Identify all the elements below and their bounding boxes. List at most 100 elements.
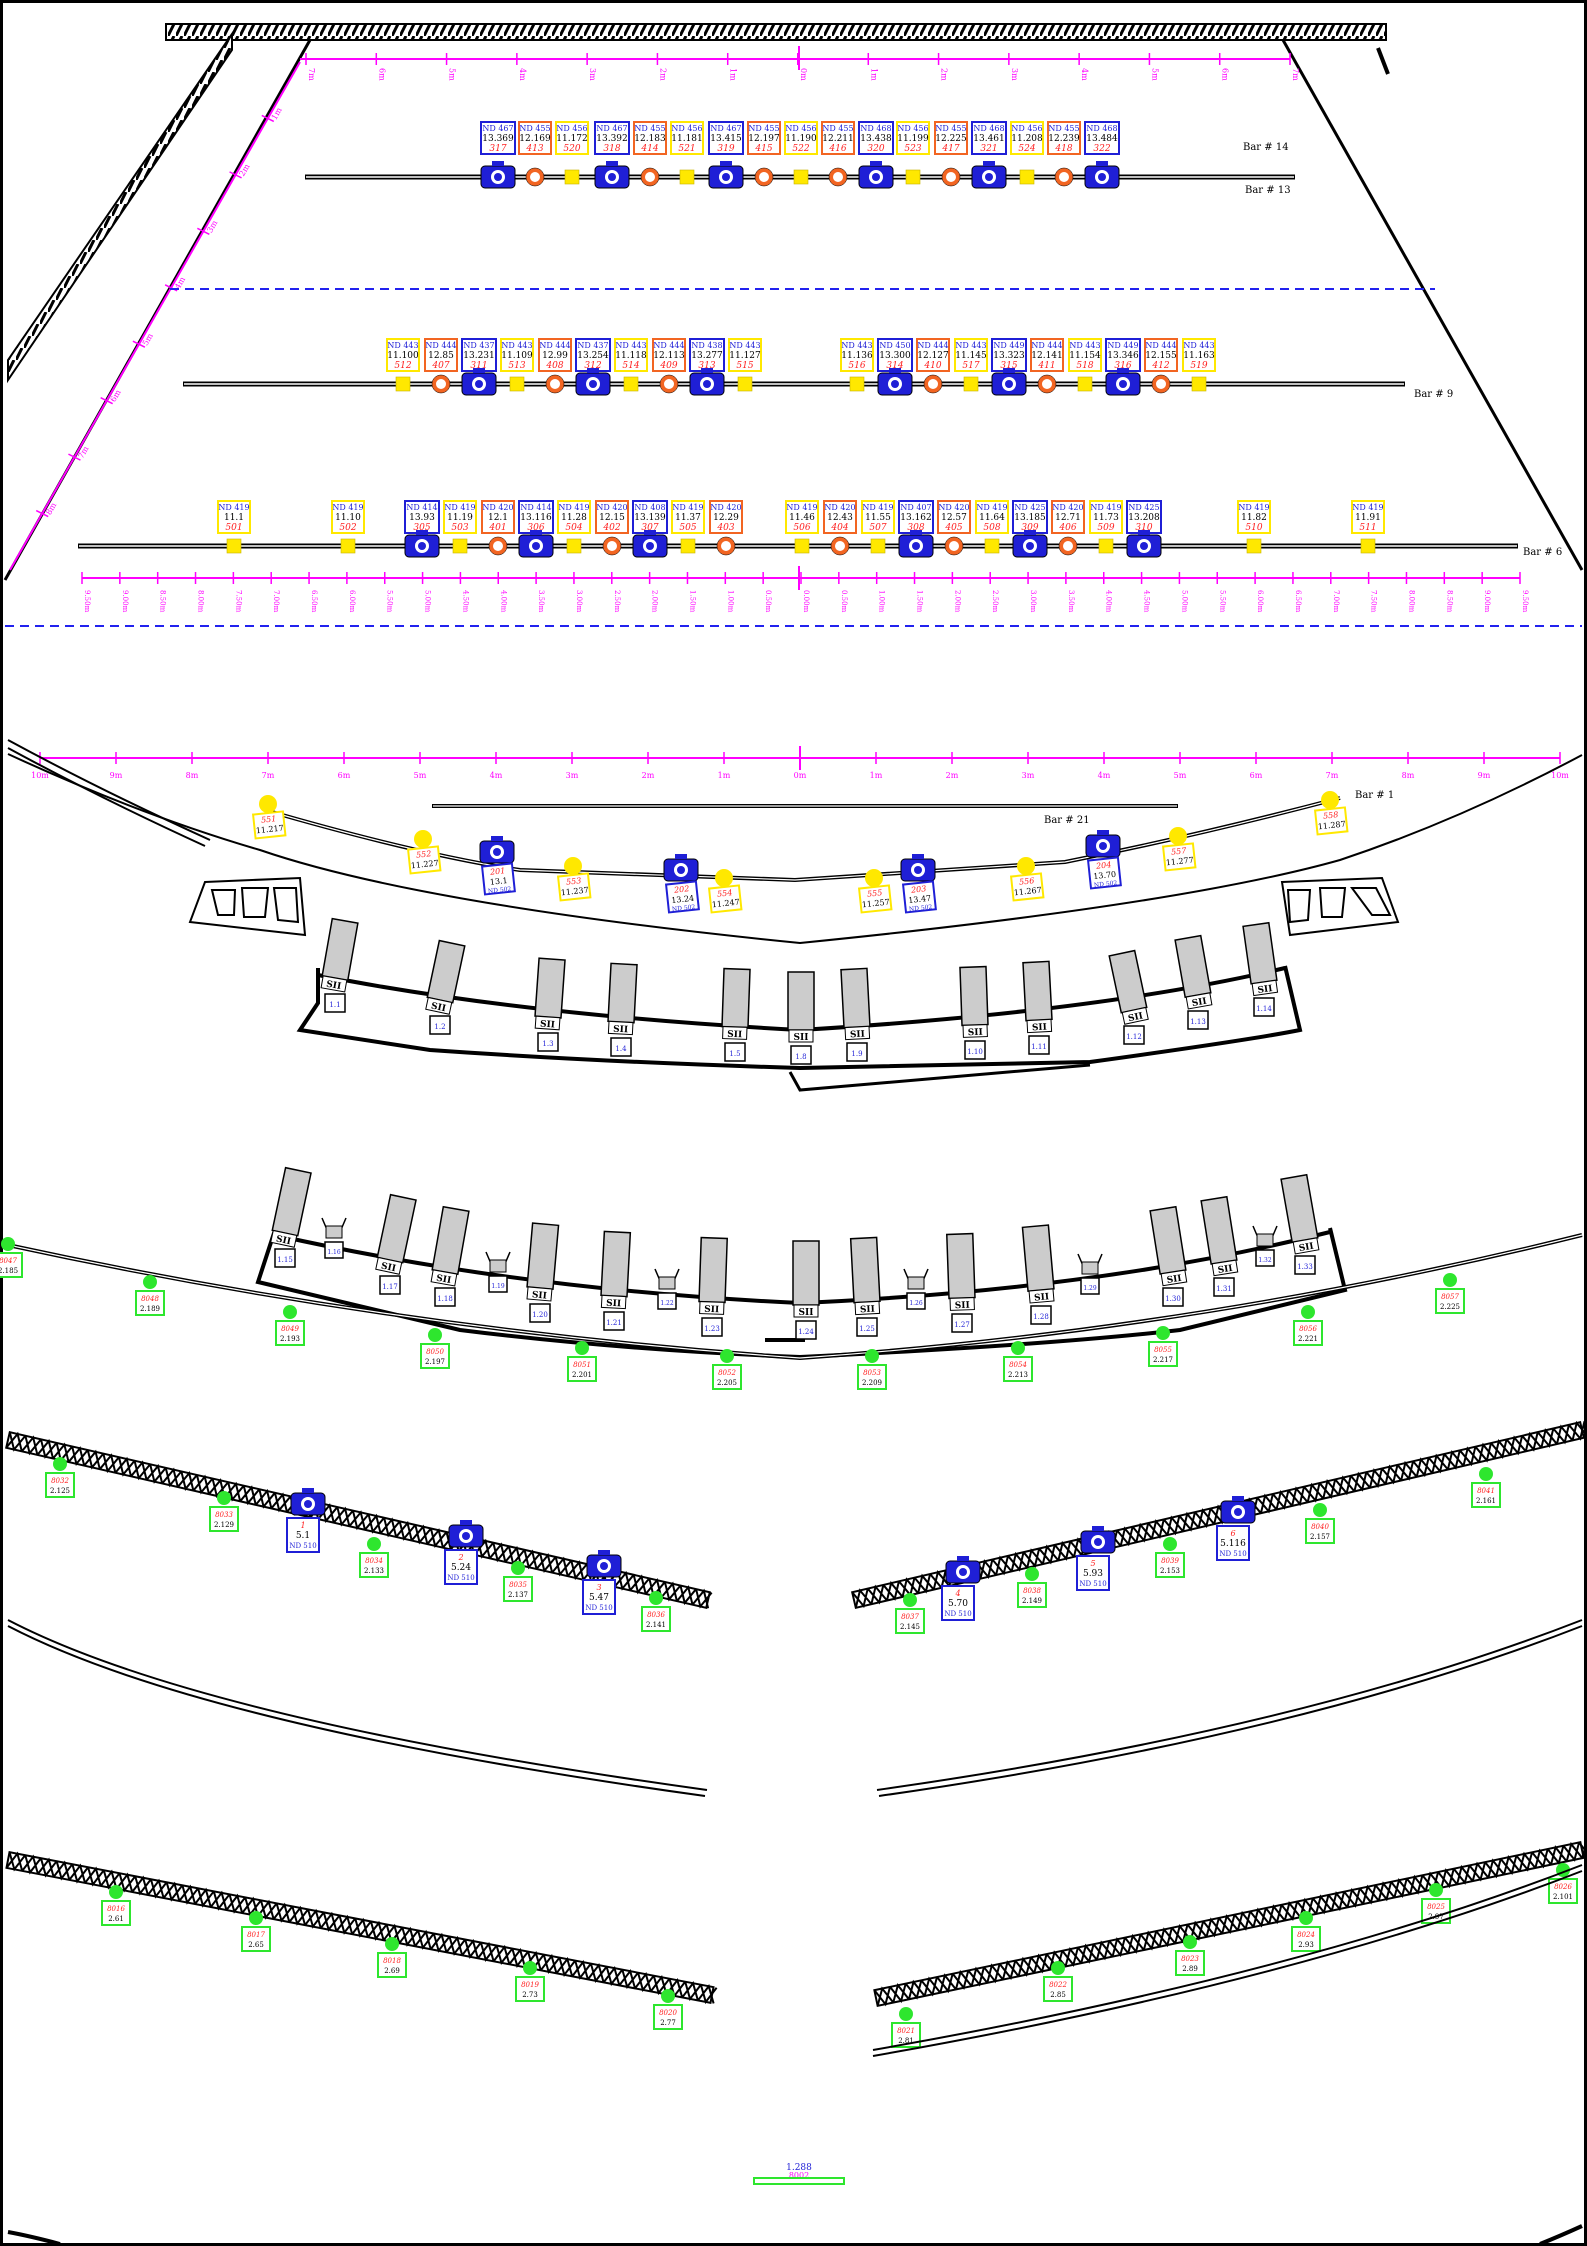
fixture-channel: 2.213 bbox=[1008, 1371, 1028, 1379]
scale-label: 1.50m bbox=[916, 590, 924, 613]
fixture-number: 553 bbox=[566, 876, 582, 887]
scale-label: 7.50m bbox=[234, 590, 242, 613]
diag-tick bbox=[132, 340, 146, 348]
profile-label-box bbox=[790, 1045, 812, 1065]
fixture-channel: 11.163 bbox=[1183, 351, 1215, 361]
profile-yoke bbox=[270, 1229, 298, 1248]
fixture-number: 520 bbox=[563, 144, 580, 154]
profile-yoke bbox=[1211, 1259, 1239, 1277]
fixture-channel: 13.346 bbox=[1107, 351, 1139, 361]
fixture-number: 8022 bbox=[1049, 1981, 1067, 1989]
fixture-channel: 11.199 bbox=[897, 134, 929, 144]
fixture-label-box bbox=[209, 1506, 239, 1532]
fixture-yellow bbox=[849, 376, 865, 392]
fixture-type: ND 420 bbox=[938, 503, 969, 512]
fixture-type: ND 468 bbox=[1086, 124, 1117, 133]
fixture-channel: 11.190 bbox=[785, 134, 817, 144]
scale-label: 5.00m bbox=[1180, 590, 1188, 613]
fixture-channel: 11.257 bbox=[861, 897, 890, 909]
fixture-green bbox=[649, 1591, 663, 1605]
fixture-yellow bbox=[1017, 857, 1035, 875]
scale-label: 9m bbox=[1478, 771, 1491, 780]
fixture-green bbox=[1429, 1883, 1443, 1897]
profile-yoke bbox=[607, 1020, 634, 1036]
scale-label: 6m bbox=[338, 771, 351, 780]
scale-label: 6.00m bbox=[348, 590, 356, 613]
fixture-number: 8020 bbox=[659, 2009, 677, 2017]
fixture-yellow bbox=[1321, 791, 1339, 809]
profile-label: 1.10 bbox=[967, 1048, 983, 1056]
fixture-channel: 2.65 bbox=[248, 1941, 264, 1949]
fixture-channel: 2.149 bbox=[1022, 1597, 1042, 1605]
fixture-type: ND 419 bbox=[862, 503, 893, 512]
profile-mark: SII bbox=[1191, 997, 1207, 1009]
fixture-yellow bbox=[905, 169, 921, 185]
fixture-green bbox=[1313, 1503, 1327, 1517]
fixture-yellow bbox=[414, 830, 432, 848]
fixture-label-box bbox=[1291, 1926, 1321, 1952]
profile-label-box bbox=[434, 1287, 456, 1307]
profile-label: 1.31 bbox=[1216, 1285, 1232, 1293]
profile-label: 1.13 bbox=[1190, 1018, 1206, 1026]
diag-tick bbox=[229, 171, 242, 179]
profile-label-box bbox=[379, 1275, 401, 1295]
fixture-number: 506 bbox=[793, 523, 810, 533]
mover-head bbox=[489, 1259, 507, 1273]
profile-yoke bbox=[1028, 1288, 1055, 1304]
profile-barrel bbox=[534, 957, 566, 1019]
fixture-type: ND 510 bbox=[447, 1574, 474, 1582]
fixture-number: 504 bbox=[565, 523, 582, 533]
fixture-number: 411 bbox=[1037, 361, 1055, 371]
fixture-number: 418 bbox=[1054, 144, 1072, 154]
profile-yoke bbox=[1026, 1018, 1053, 1034]
scale-label: 3.50m bbox=[537, 590, 545, 613]
fixture-number: 8051 bbox=[573, 1361, 591, 1369]
scale-label: 6.00m bbox=[1256, 590, 1264, 613]
profile-label: 1.30 bbox=[1165, 1295, 1181, 1303]
fixture-type: ND 456 bbox=[1011, 124, 1042, 133]
mover-label: 1.32 bbox=[1258, 1257, 1272, 1264]
fixture-number: 8025 bbox=[1427, 1903, 1445, 1911]
mover-label: 1.22 bbox=[660, 1300, 674, 1307]
bottom-curves bbox=[872, 1864, 1583, 2057]
fixture-label-box bbox=[937, 500, 971, 534]
fixture-channel: 12.43 bbox=[827, 513, 853, 523]
fixture-label-box bbox=[934, 121, 968, 155]
profile-label: 1.14 bbox=[1256, 1005, 1272, 1013]
fixture-label-box bbox=[1086, 856, 1122, 890]
mover-label-box bbox=[1080, 1277, 1100, 1295]
profile-mark: SII bbox=[727, 1030, 742, 1041]
fixture-label-box bbox=[1148, 1341, 1178, 1367]
fixture-type: ND 444 bbox=[1031, 341, 1062, 350]
mover-head bbox=[325, 1225, 343, 1239]
fixture-number: 513 bbox=[508, 361, 525, 371]
fixture-number: 512 bbox=[394, 361, 411, 371]
fixture-number: 5 bbox=[1090, 1559, 1095, 1568]
fixture-type: ND 444 bbox=[425, 341, 456, 350]
mover-label: 1.16 bbox=[327, 1249, 341, 1256]
profile-barrel bbox=[1021, 1224, 1055, 1292]
fixture-channel: 11.287 bbox=[1317, 819, 1346, 831]
fixture-green bbox=[661, 1989, 675, 2003]
fixture-label-box bbox=[241, 1926, 271, 1952]
fixture-number: 417 bbox=[941, 144, 959, 154]
fixture-green bbox=[1183, 1935, 1197, 1949]
scale-label: 9.00m bbox=[121, 590, 129, 613]
fixture-number: 416 bbox=[828, 144, 846, 154]
fixture-channel: 2.85 bbox=[1050, 1991, 1066, 1999]
scale-label: 8.00m bbox=[1407, 590, 1415, 613]
fixture-label-box bbox=[444, 1549, 478, 1585]
profile-barrel bbox=[721, 967, 751, 1029]
scale-label: 4m bbox=[1098, 771, 1111, 780]
fixture-type: ND 510 bbox=[585, 1604, 612, 1612]
fixture-channel: 2.73 bbox=[522, 1991, 538, 1999]
profile-mark: SII bbox=[435, 1274, 451, 1286]
fixture-label-box bbox=[891, 2022, 921, 2048]
truss-mid-left bbox=[5, 1431, 713, 1609]
fixture-type: ND 420 bbox=[482, 503, 513, 512]
fixture-number: 315 bbox=[1000, 361, 1017, 371]
fixture-channel: 11.277 bbox=[1165, 855, 1194, 867]
